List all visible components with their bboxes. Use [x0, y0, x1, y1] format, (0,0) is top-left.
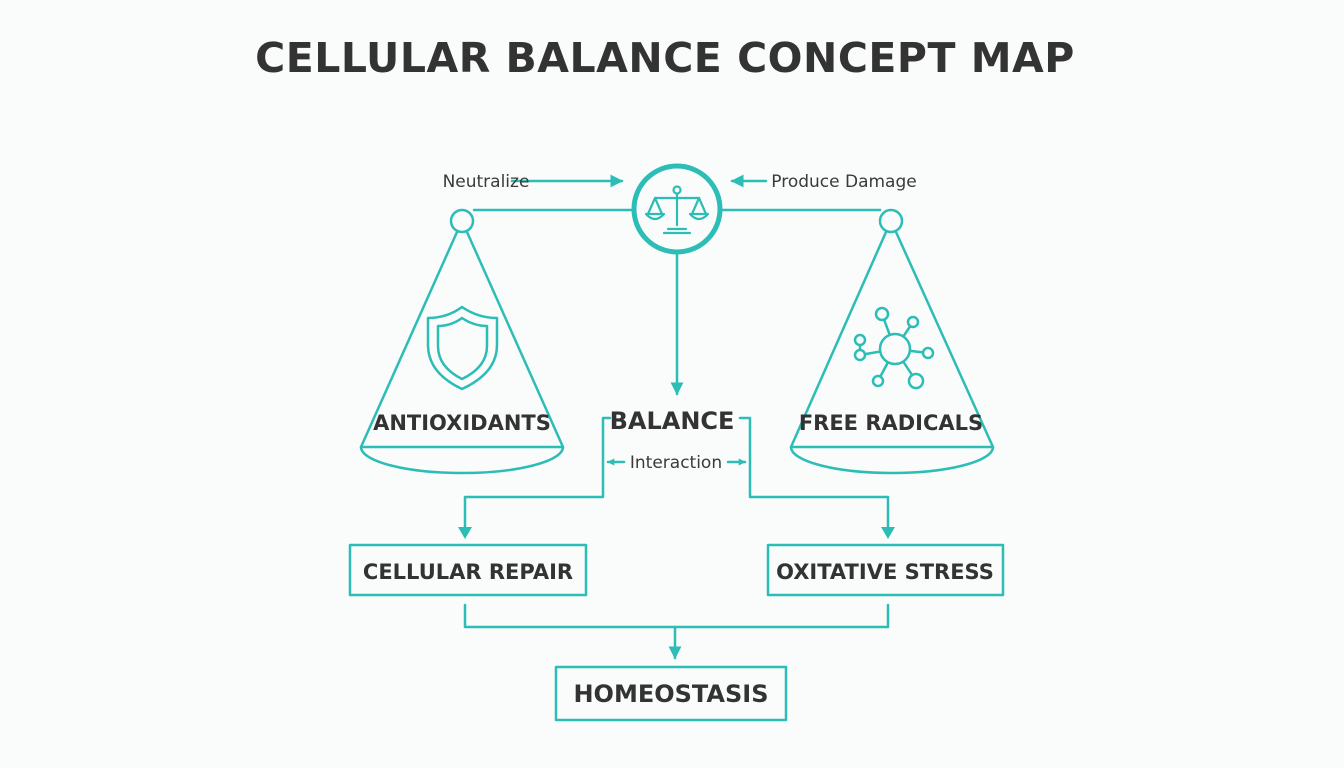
right-pivot [878, 208, 904, 234]
cellular-repair-box [348, 543, 588, 597]
antioxidants-cone [359, 230, 565, 475]
balance-left-bracket [463, 416, 612, 537]
balance-scale-icon [644, 185, 710, 235]
free-radicals-label: FREE RADICALS [799, 411, 983, 435]
left-pivot [449, 208, 475, 234]
center-balance-node [631, 163, 723, 255]
cellular-repair-label: CELLULAR REPAIR [363, 560, 573, 584]
shield-icon [426, 305, 499, 391]
balance-label: BALANCE [610, 407, 735, 435]
free-radicals-cone [789, 230, 995, 475]
bottom-connector [463, 603, 890, 629]
produce-damage-label: Produce Damage [771, 172, 916, 192]
homeostasis-label: HOMEOSTASIS [573, 680, 768, 708]
antioxidants-label: ANTIOXIDANTS [373, 411, 551, 435]
page-title: CELLULAR BALANCE CONCEPT MAP [255, 34, 1075, 82]
neutralize-label: Neutralize [443, 172, 530, 192]
homeostasis-box [554, 665, 788, 722]
balance-right-bracket [738, 416, 890, 537]
molecule-icon [853, 306, 935, 390]
oxidative-stress-label: OXITATIVE STRESS [776, 560, 994, 584]
oxidative-stress-box [766, 543, 1005, 597]
interaction-label: Interaction [630, 453, 722, 473]
